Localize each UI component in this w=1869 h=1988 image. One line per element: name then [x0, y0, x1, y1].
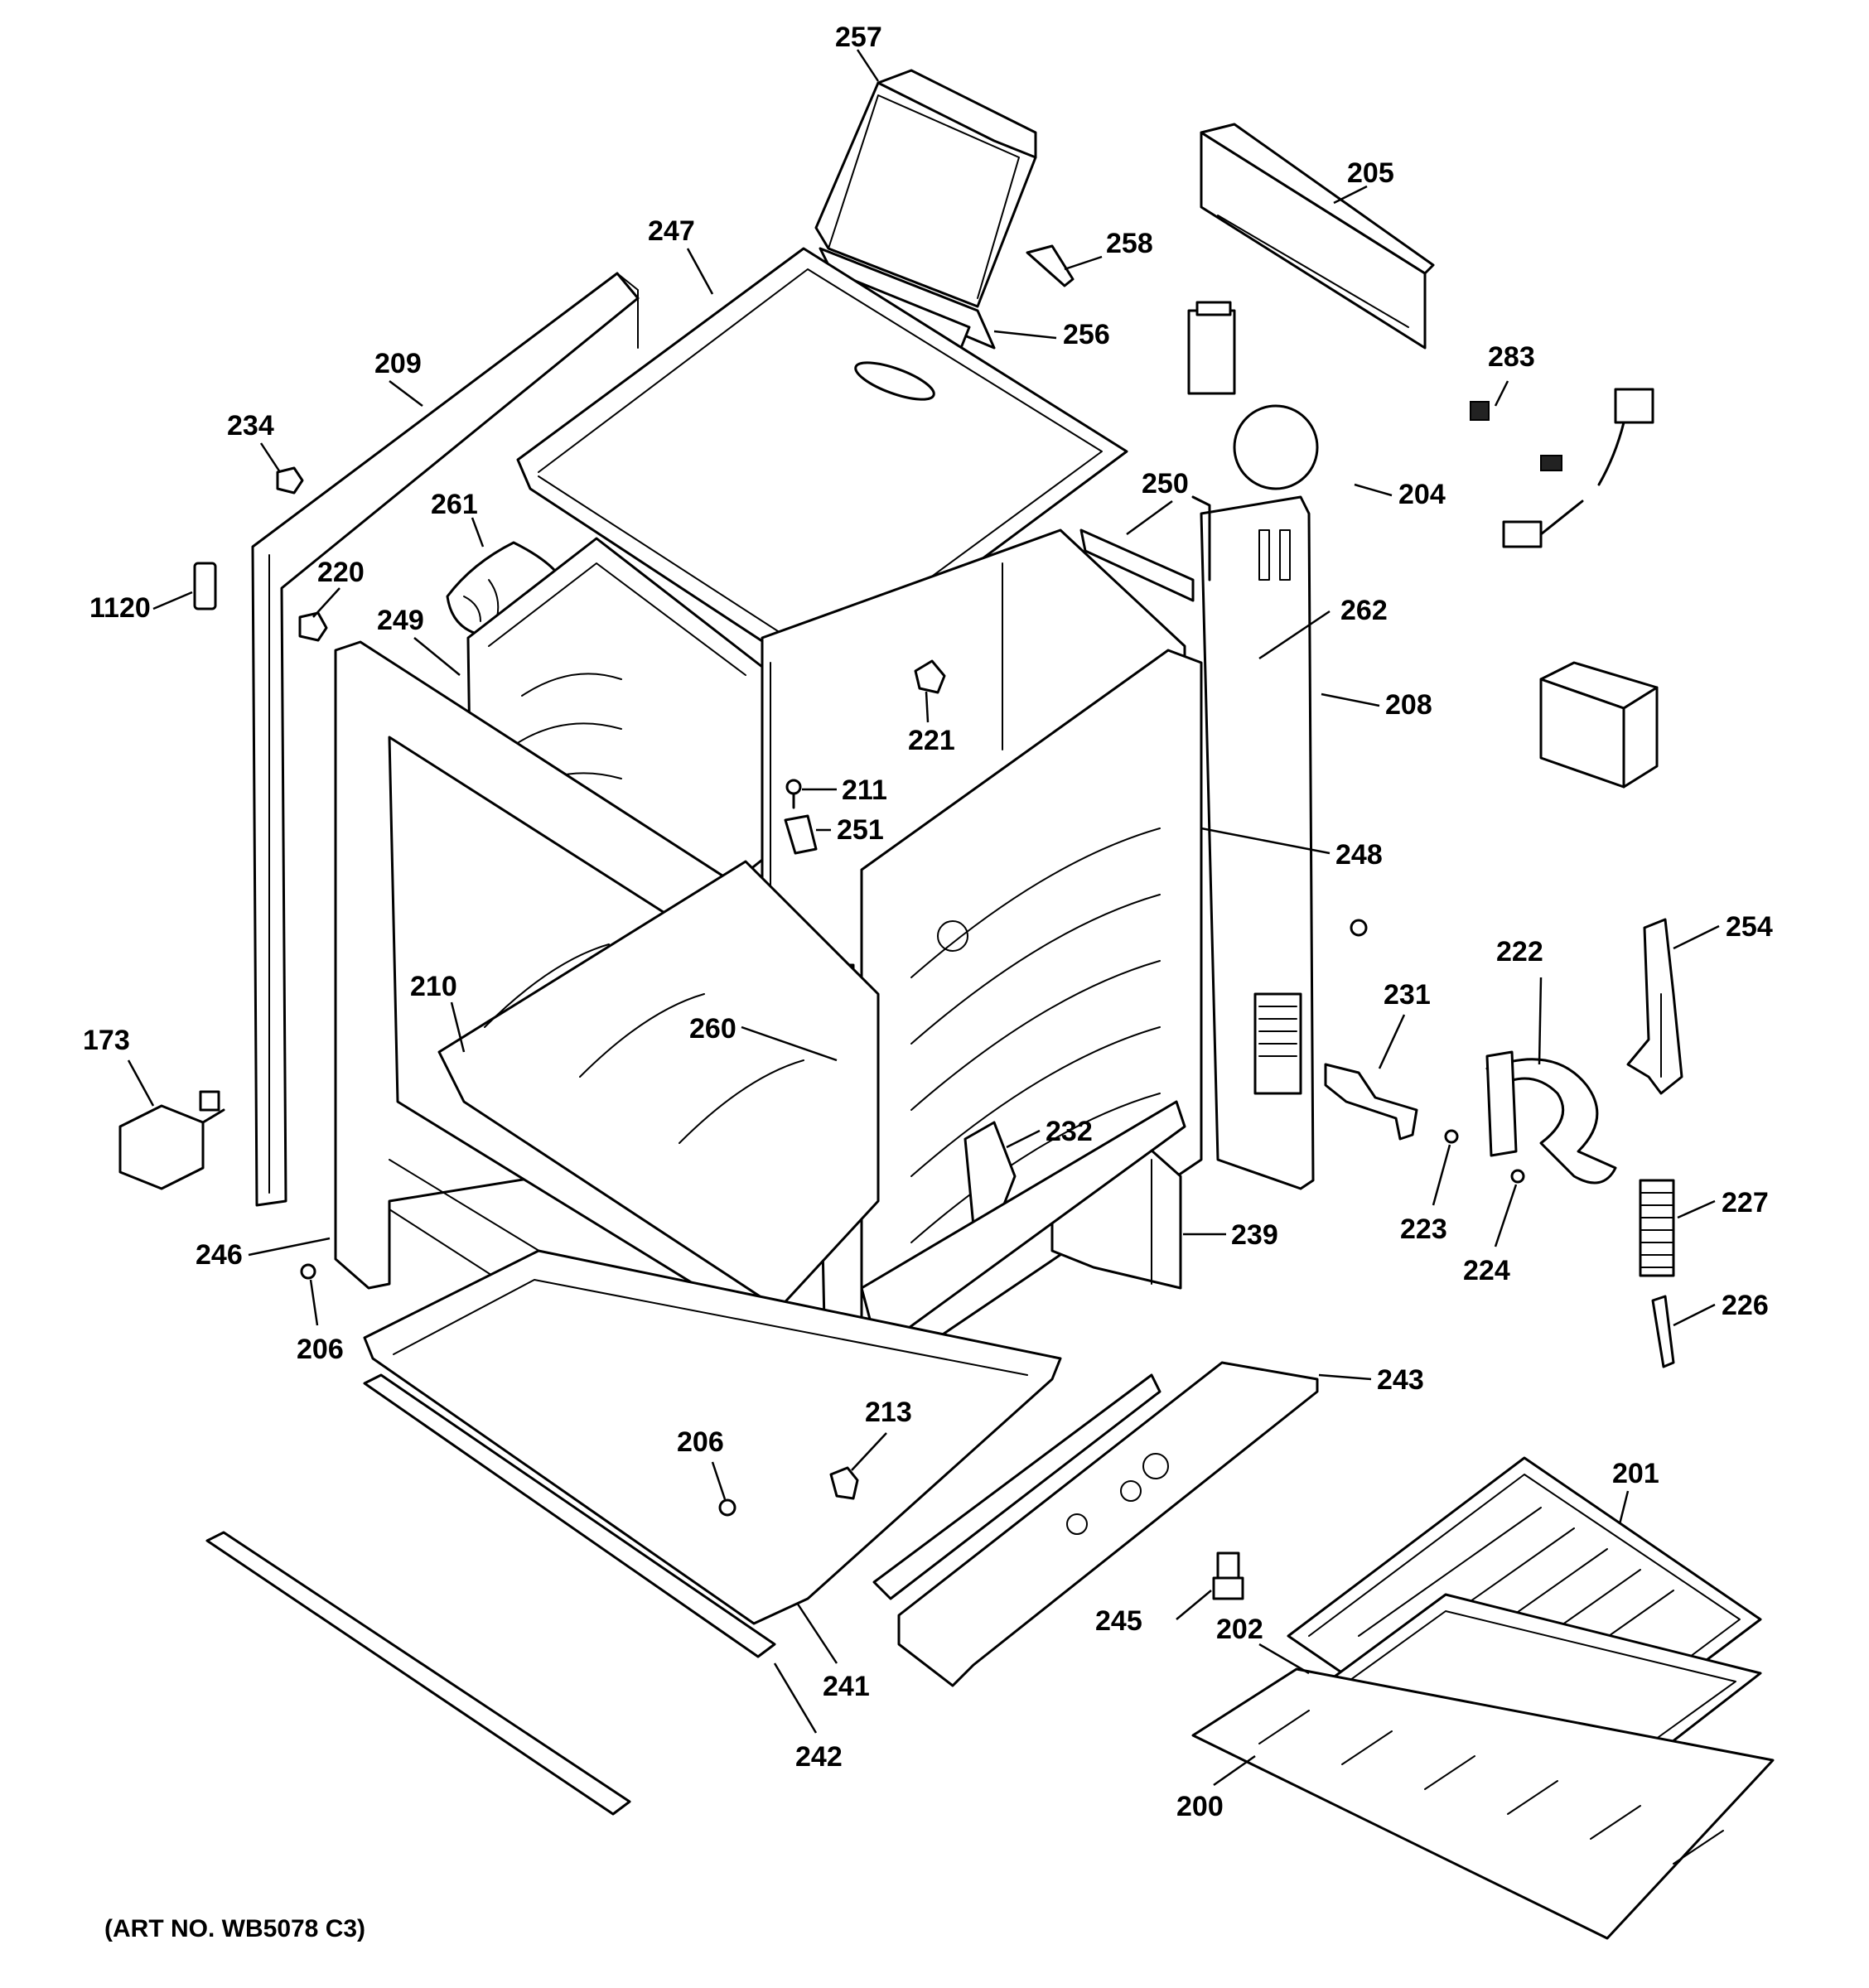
- label-258: 258: [1106, 228, 1153, 259]
- label-260: 260: [689, 1013, 736, 1045]
- label-208: 208: [1385, 689, 1432, 721]
- label-205: 205: [1347, 157, 1394, 189]
- label-210: 210: [410, 971, 457, 1002]
- label-226: 226: [1722, 1290, 1769, 1321]
- label-231: 231: [1384, 979, 1431, 1011]
- hinge-222: [1485, 1050, 1617, 1185]
- connector-283: [1470, 388, 1654, 548]
- label-243: 243: [1377, 1364, 1424, 1396]
- label-222: 222: [1496, 936, 1543, 967]
- clip-1120: [193, 562, 217, 610]
- block-173: [118, 1090, 225, 1190]
- round-cover: [1233, 404, 1319, 490]
- label-224: 224: [1463, 1255, 1510, 1286]
- label-201: 201: [1612, 1458, 1659, 1489]
- strip-250: [1079, 495, 1211, 602]
- label-234: 234: [227, 410, 274, 442]
- base-pan-241: [363, 1249, 1062, 1625]
- drawing-layer: [118, 69, 1775, 1940]
- labels-layer: 257 205 247 258 256 283 209 234 261 250 …: [83, 22, 1773, 1942]
- label-211: 211: [842, 774, 887, 806]
- label-239: 239: [1231, 1219, 1278, 1251]
- label-220: 220: [317, 557, 365, 588]
- screw-223: [1444, 1129, 1459, 1144]
- label-249: 249: [377, 605, 424, 636]
- label-254: 254: [1726, 911, 1773, 943]
- label-173: 173: [83, 1025, 130, 1056]
- spring-227: [1639, 1179, 1675, 1277]
- clip-234: [276, 466, 304, 495]
- label-262: 262: [1340, 595, 1388, 626]
- label-202: 202: [1216, 1614, 1263, 1645]
- label-242: 242: [795, 1741, 843, 1773]
- label-257: 257: [835, 22, 882, 53]
- label-206b: 206: [677, 1426, 724, 1458]
- label-206a: 206: [297, 1334, 344, 1365]
- art-number: (ART NO. WB5078 C3): [104, 1915, 365, 1942]
- bracket-251: [784, 814, 818, 855]
- leader-layer: [127, 49, 1720, 1787]
- label-283: 283: [1488, 341, 1535, 373]
- screw-224: [1510, 1169, 1525, 1184]
- label-223: 223: [1400, 1214, 1447, 1245]
- label-248: 248: [1335, 839, 1383, 871]
- label-247: 247: [648, 215, 695, 247]
- box-right: [1539, 661, 1659, 789]
- label-245: 245: [1095, 1605, 1142, 1637]
- label-232: 232: [1046, 1116, 1093, 1147]
- nut-right: [1350, 919, 1368, 937]
- hardware-221: [914, 659, 946, 694]
- screw-211: [785, 779, 802, 809]
- label-227: 227: [1722, 1187, 1769, 1218]
- burner-rail-243: [872, 1361, 1319, 1687]
- label-261: 261: [431, 489, 478, 520]
- label-221: 221: [908, 725, 955, 756]
- clip-213: [829, 1466, 859, 1500]
- hinge-254: [1626, 918, 1683, 1095]
- oven-bottom-210: [437, 860, 880, 1310]
- cabinet-side-208: [1200, 495, 1315, 1190]
- label-200: 200: [1176, 1791, 1224, 1822]
- kick-rail-242: [205, 1373, 776, 1816]
- label-213: 213: [865, 1397, 912, 1428]
- label-246: 246: [196, 1239, 243, 1271]
- top-panel-247: [516, 247, 1128, 681]
- switch-box: [1187, 301, 1236, 395]
- label-250: 250: [1142, 468, 1189, 499]
- link-226: [1651, 1295, 1675, 1368]
- label-241: 241: [823, 1671, 870, 1702]
- orifice-245: [1212, 1551, 1244, 1600]
- label-209: 209: [374, 348, 422, 379]
- manifold-cover-205: [1200, 123, 1435, 350]
- side-panel-209: [251, 272, 640, 1207]
- label-251: 251: [837, 814, 884, 846]
- label-204: 204: [1398, 479, 1446, 510]
- screw-206b: [718, 1498, 736, 1517]
- bracket-231: [1324, 1063, 1418, 1141]
- screw-206a: [300, 1263, 316, 1280]
- bracket-258: [1026, 244, 1075, 287]
- oven-rack-200: [1191, 1667, 1775, 1940]
- label-256: 256: [1063, 319, 1110, 350]
- label-1120: 1120: [89, 592, 151, 624]
